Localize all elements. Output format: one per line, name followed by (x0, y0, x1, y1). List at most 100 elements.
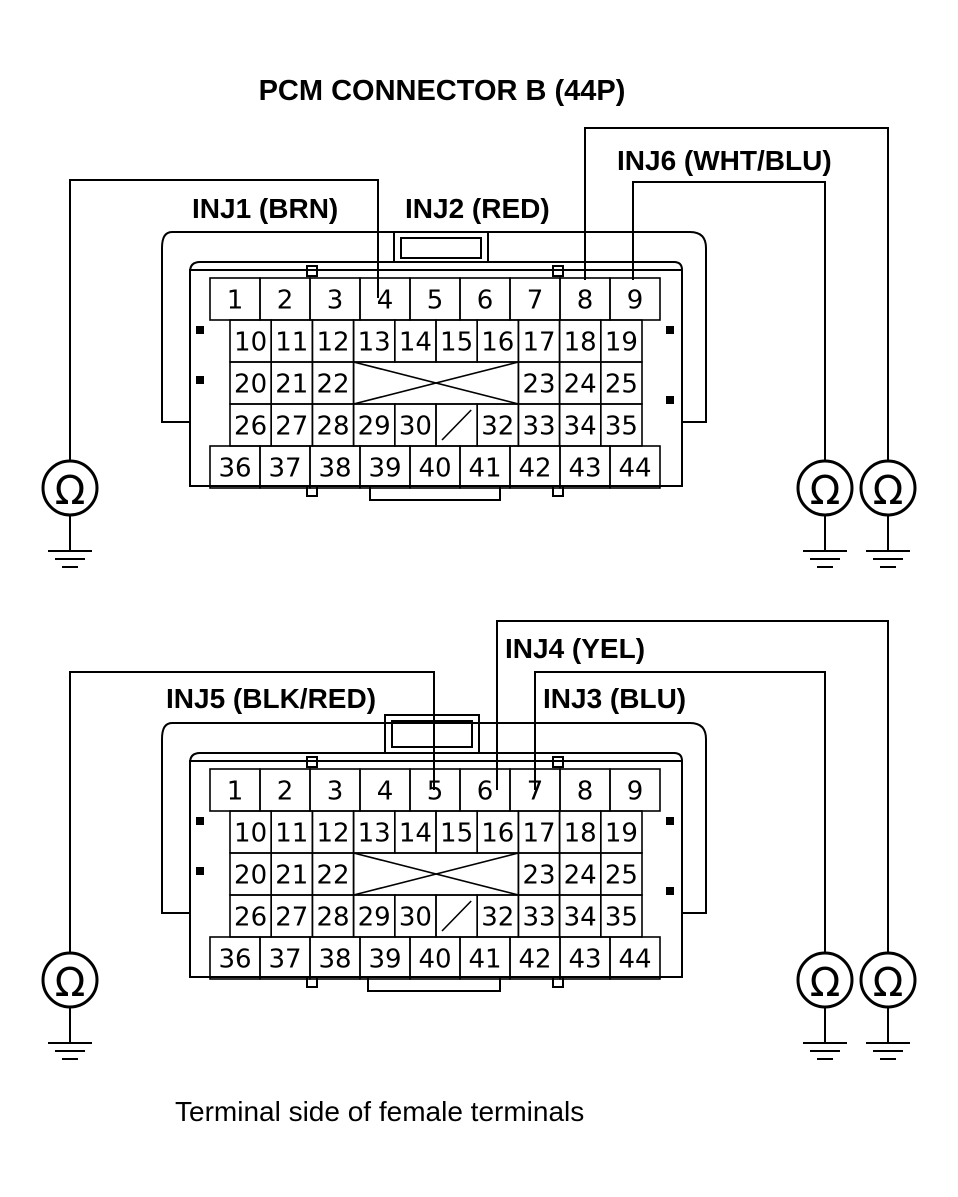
pin-number: 30 (399, 902, 432, 932)
ohm-symbol: Ω (873, 960, 904, 1006)
bottom-right-ohmmeter-1: Ω (796, 951, 854, 1060)
pin-number: 22 (316, 369, 349, 399)
caption: Terminal side of female terminals (175, 1096, 584, 1127)
pin-number: 25 (605, 369, 638, 399)
ohm-symbol: Ω (55, 960, 86, 1006)
pin-number: 10 (234, 818, 267, 848)
pin-number: 34 (564, 902, 597, 932)
pin-number: 32 (481, 902, 514, 932)
ground-icon (866, 515, 910, 568)
ground-icon (48, 1007, 92, 1060)
pin-number: 38 (318, 453, 351, 483)
pin-number: 39 (368, 453, 401, 483)
pin-number: 8 (577, 285, 594, 315)
ground-icon (803, 1007, 847, 1060)
pin-number: 21 (275, 860, 308, 890)
pin-number: 10 (234, 327, 267, 357)
pin-number: 36 (218, 944, 251, 974)
wire-inj2 (584, 127, 889, 462)
pin-number: 15 (440, 327, 473, 357)
wire-inj3 (534, 671, 826, 953)
pin-number: 11 (275, 818, 308, 848)
pin-number: 40 (418, 944, 451, 974)
top-left-ohmmeter: Ω (41, 459, 99, 568)
pin-number: 7 (527, 776, 544, 806)
pin-number: 6 (477, 285, 494, 315)
pin-number: 26 (234, 902, 267, 932)
pin-number: 2 (277, 776, 294, 806)
bottom-left-ohmmeter: Ω (41, 951, 99, 1060)
pin-number: 19 (605, 818, 638, 848)
pin-number: 37 (268, 453, 301, 483)
pin-number: 36 (218, 453, 251, 483)
pin-number: 29 (358, 902, 391, 932)
pin-number: 23 (522, 369, 555, 399)
top-right-ohmmeter-1: Ω (796, 459, 854, 568)
blank-slot-mark (441, 409, 472, 441)
pin-number: 43 (568, 453, 601, 483)
pin-number: 13 (358, 818, 391, 848)
pin-number: 14 (399, 818, 432, 848)
pin-number: 13 (358, 327, 391, 357)
pin-number: 37 (268, 944, 301, 974)
diagram-title: PCM CONNECTOR B (44P) (259, 75, 626, 107)
pin-number: 5 (427, 776, 444, 806)
pin-number: 2 (277, 285, 294, 315)
pin-number: 3 (327, 285, 344, 315)
pin-number: 28 (316, 411, 349, 441)
ohm-symbol: Ω (810, 960, 841, 1006)
top-probe-wires (69, 127, 889, 462)
wire-inj6 (632, 181, 826, 462)
pin-number: 30 (399, 411, 432, 441)
pin-number: 33 (522, 902, 555, 932)
pin-number: 12 (316, 327, 349, 357)
pin-number: 26 (234, 411, 267, 441)
pin-number: 44 (618, 944, 651, 974)
wire-inj4 (496, 620, 889, 953)
pin-number: 41 (468, 453, 501, 483)
pin-number: 35 (605, 902, 638, 932)
pin-number: 29 (358, 411, 391, 441)
pin-number: 12 (316, 818, 349, 848)
pin-number: 19 (605, 327, 638, 357)
pin-number: 1 (227, 285, 244, 315)
inj6-label: INJ6 (WHT/BLU) (617, 145, 832, 176)
pin-number: 4 (377, 285, 394, 315)
pin-number: 33 (522, 411, 555, 441)
bottom-right-ohmmeter-2: Ω (859, 951, 917, 1060)
ground-icon (48, 515, 92, 568)
pin-number: 21 (275, 369, 308, 399)
pin-number: 39 (368, 944, 401, 974)
ground-icon (803, 515, 847, 568)
pin-number: 41 (468, 944, 501, 974)
pin-number: 42 (518, 944, 551, 974)
connector-housing (161, 231, 707, 501)
ground-icon (866, 1007, 910, 1060)
pin-number: 16 (481, 327, 514, 357)
pin-number: 1 (227, 776, 244, 806)
pin-number: 6 (477, 776, 494, 806)
pin-number: 20 (234, 369, 267, 399)
inj5-label: INJ5 (BLK/RED) (166, 683, 376, 714)
pin-number: 42 (518, 453, 551, 483)
pin-number: 9 (627, 776, 644, 806)
pin-number: 17 (522, 818, 555, 848)
pin-number: 35 (605, 411, 638, 441)
wire-inj1 (69, 179, 379, 462)
pin-number: 3 (327, 776, 344, 806)
inj2-label: INJ2 (RED) (405, 193, 550, 224)
ohm-symbol: Ω (873, 468, 904, 514)
pin-number: 8 (577, 776, 594, 806)
pin-number: 18 (564, 818, 597, 848)
pin-number: 24 (564, 369, 597, 399)
pin-number: 43 (568, 944, 601, 974)
pin-number: 17 (522, 327, 555, 357)
blank-slot-mark (353, 852, 519, 896)
pin-number: 32 (481, 411, 514, 441)
pin-number: 28 (316, 902, 349, 932)
pin-number: 4 (377, 776, 394, 806)
pin-number: 20 (234, 860, 267, 890)
pin-number: 14 (399, 327, 432, 357)
